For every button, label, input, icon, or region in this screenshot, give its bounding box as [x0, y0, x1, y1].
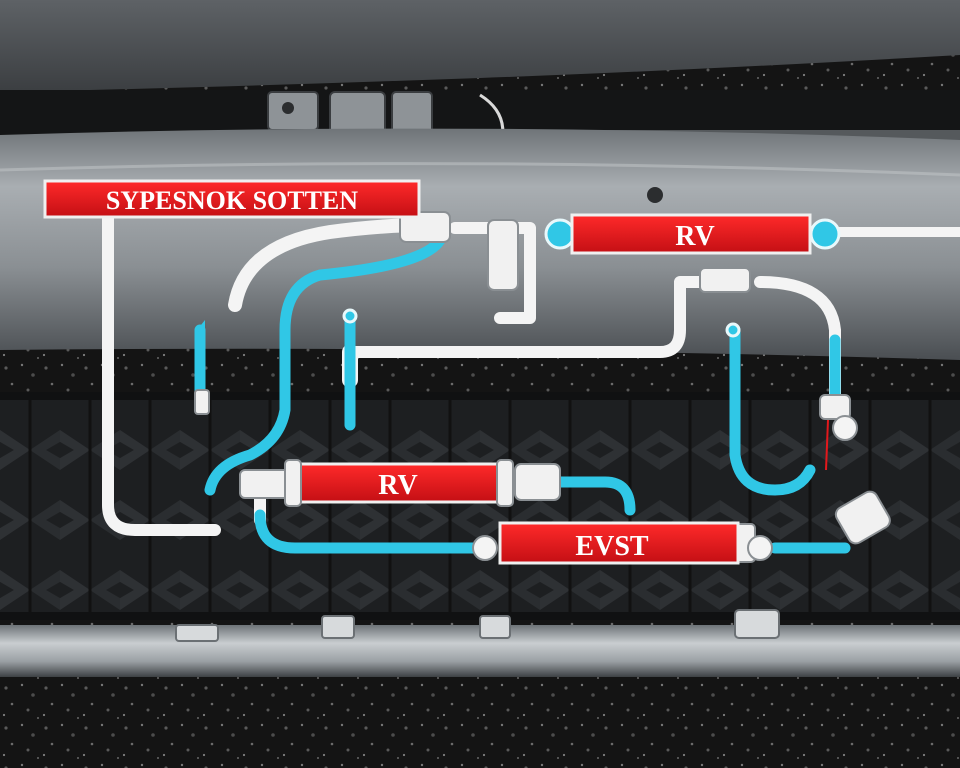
label-top-banner: SYPESNOK SOTTEN [43, 179, 421, 219]
label-bottom-tag: EVST [498, 521, 740, 565]
label-middle-text: RV [378, 470, 417, 501]
label-middle-tag: RV [284, 459, 514, 507]
label-bottom-text: EVST [575, 531, 648, 562]
label-right-text: RV [675, 221, 714, 252]
label-top-text: SYPESNOK SOTTEN [106, 186, 358, 215]
label-right-tag: RV [570, 213, 812, 255]
